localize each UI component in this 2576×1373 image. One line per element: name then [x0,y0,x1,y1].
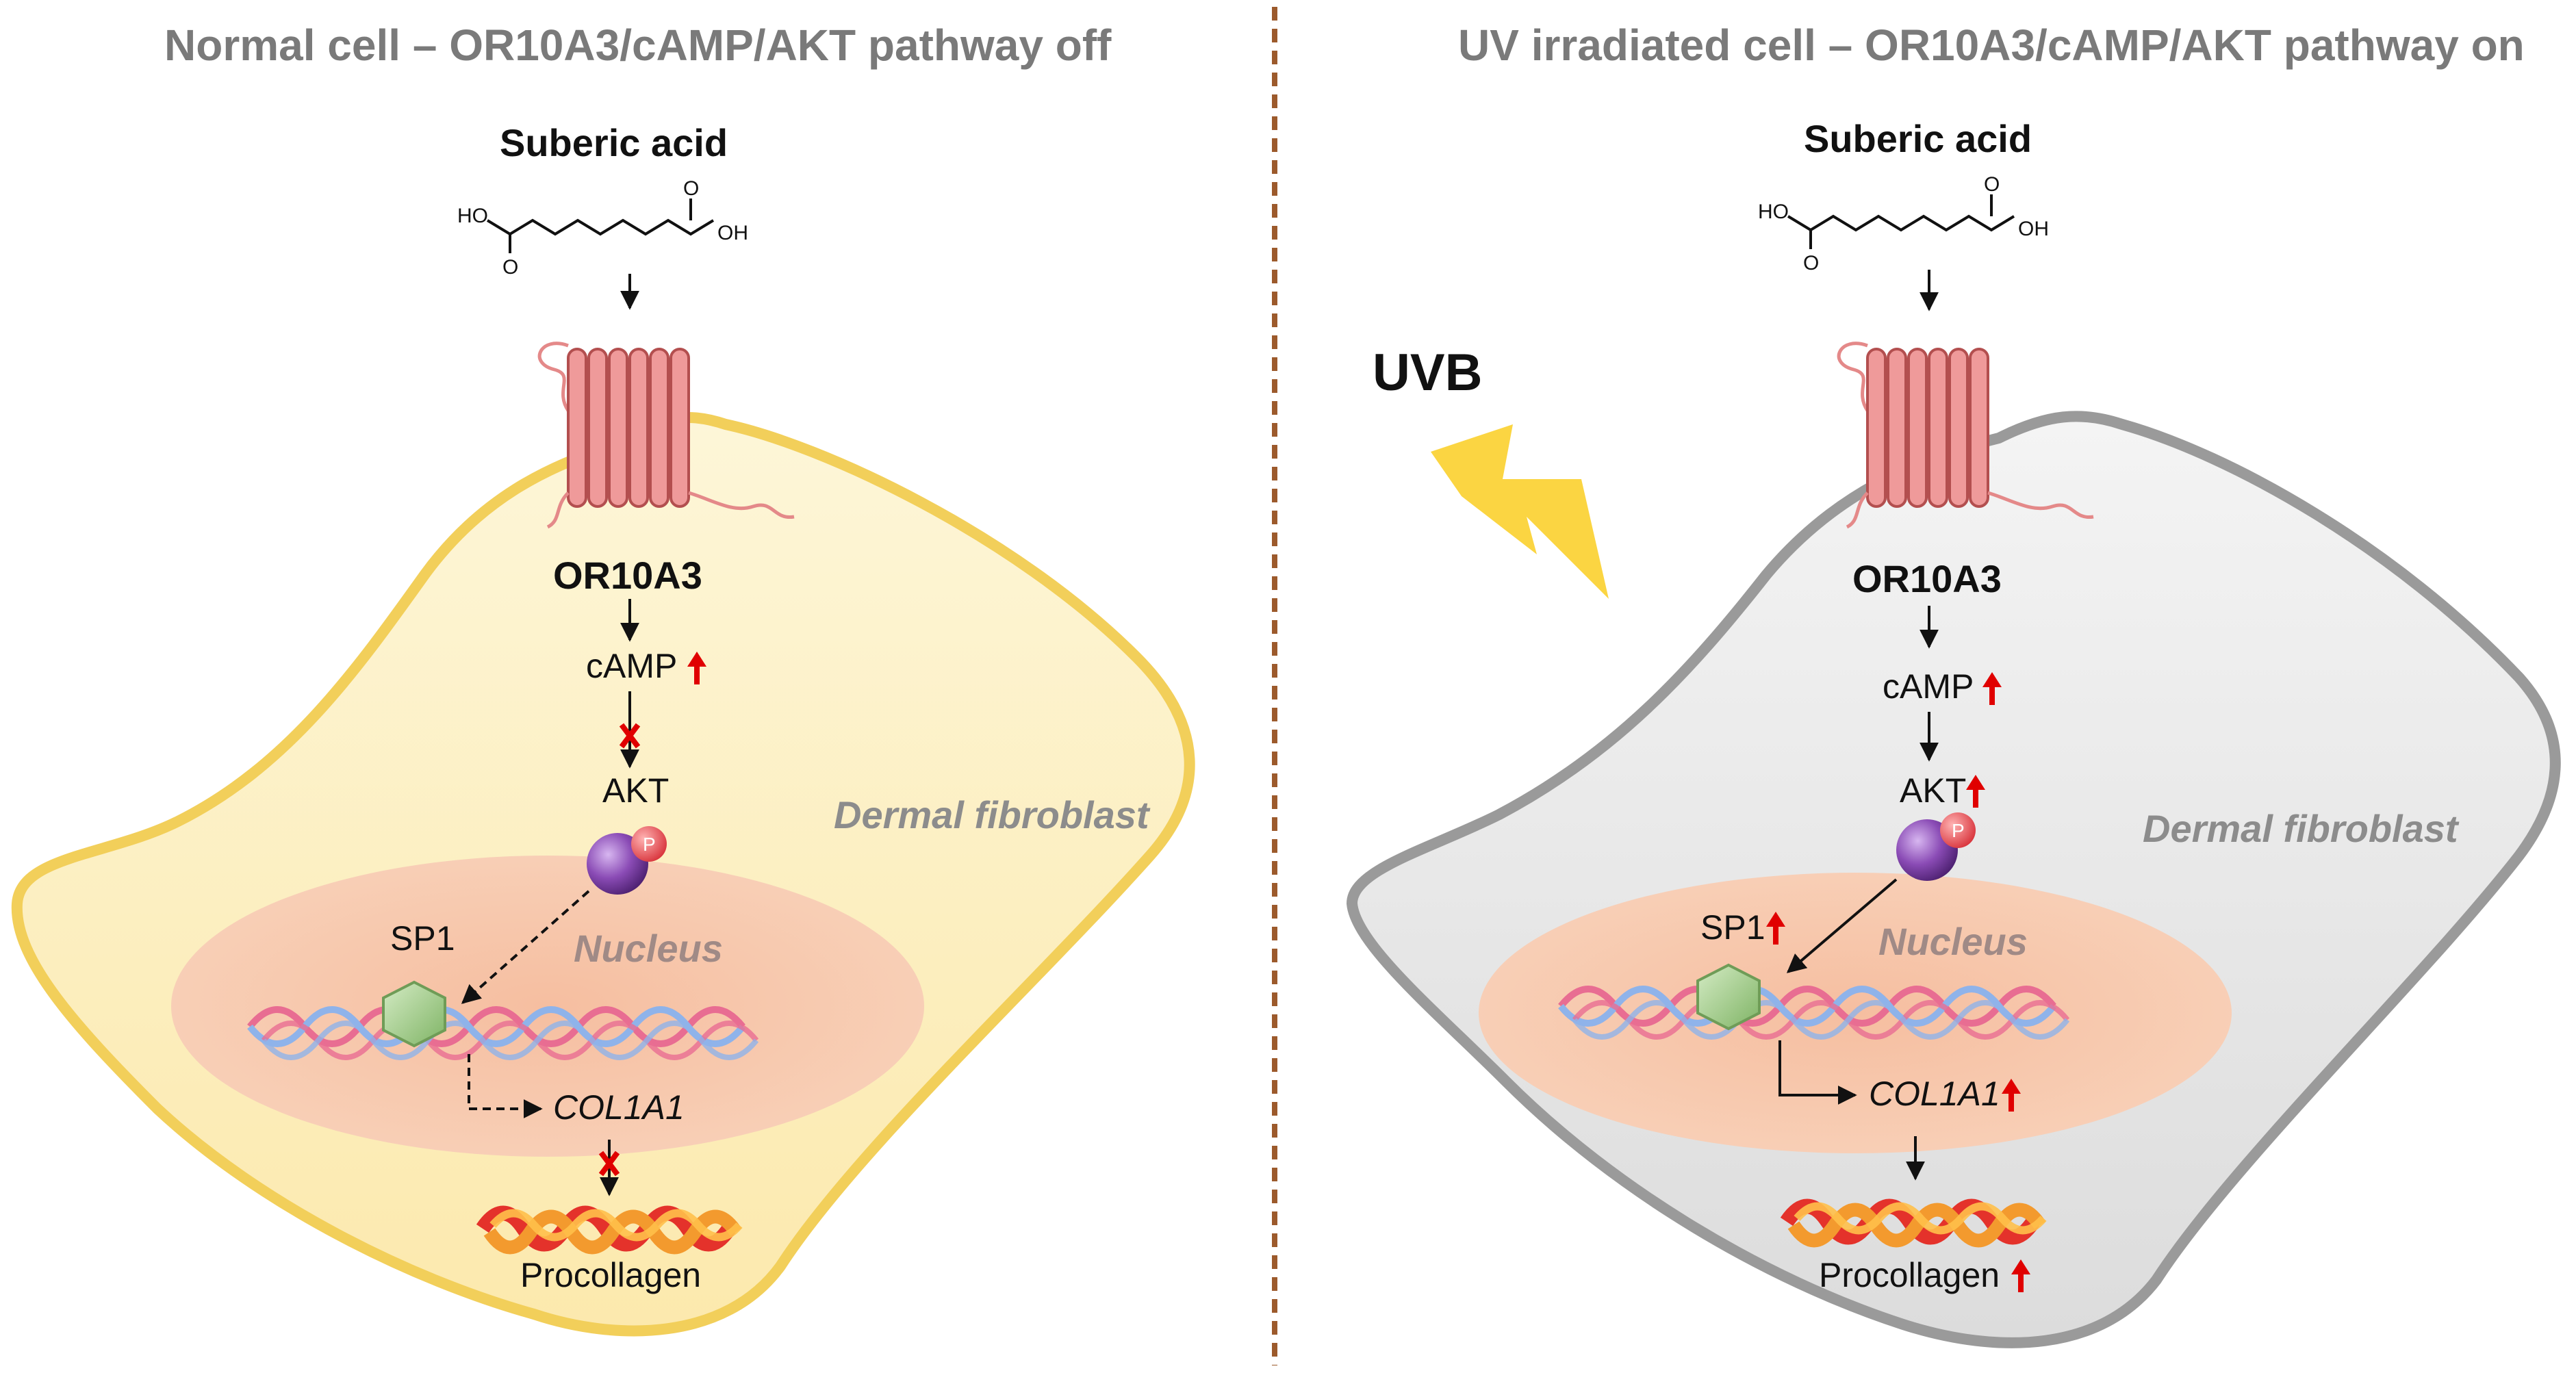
dna-to-gene-dashed-arrow [468,1054,543,1118]
suberic-acid-structure: HO O O OH [457,177,748,279]
akt-label: AKT [1900,771,1966,810]
suberic-acid-structure: HO O O OH [1758,173,2049,274]
akt-to-sp1-arrow [1786,878,1898,973]
camp-label: cAMP [1883,667,1974,706]
ligand-ho-label: HO [457,205,488,227]
sp1-label: SP1 [390,919,455,958]
nucleus-label: Nucleus [574,927,723,970]
phospho-badge [631,826,667,862]
procollagen-helix [483,1214,739,1248]
ligand-label: Suberic acid [1804,117,2032,160]
sp1-label: SP1 [1700,908,1765,947]
receptor-label: OR10A3 [553,554,702,597]
akt-label: AKT [602,771,669,810]
left-panel: Normal cell – OR10A3/cAMP/AKT pathway of… [11,21,1195,1337]
ligand-o1-label: O [502,256,518,279]
receptor-label: OR10A3 [1852,557,2002,600]
right-panel-title: UV irradiated cell – OR10A3/cAMP/AKT pat… [1458,21,2525,70]
phospho-label: P [643,834,656,855]
sp1-hexagon [382,980,446,1048]
product-label: Procollagen [520,1256,701,1294]
ligand-oh-label: OH [2018,218,2049,240]
procollagen-helix [1787,1207,2043,1241]
nucleus [171,856,924,1157]
product-label: Procollagen [1819,1256,2000,1294]
ligand-o1-label: O [1803,252,1819,274]
left-panel-title: Normal cell – OR10A3/cAMP/AKT pathway of… [164,21,1112,70]
phospho-label: P [1952,820,1965,841]
cell-type-label: Dermal fibroblast [2143,807,2460,850]
right-panel: UV irradiated cell – OR10A3/cAMP/AKT pat… [1346,21,2561,1348]
ligand-ho-label: HO [1758,201,1789,223]
block-x-icon [598,1151,620,1177]
dna-to-gene-arrow [1778,1040,1857,1105]
block-x-icon [619,723,641,749]
gene-label: COL1A1 [553,1088,685,1127]
ligand-o2-label: O [683,177,699,200]
gene-label: COL1A1 [1869,1075,2000,1113]
phospho-badge [1940,812,1976,848]
camp-label: cAMP [586,647,677,685]
ligand-label: Suberic acid [500,121,728,164]
lightning-icon [1431,424,1609,599]
ligand-o2-label: O [1984,173,2000,196]
akt-to-sp1-dashed-arrow [461,890,590,1004]
uvb-label: UVB [1373,344,1482,402]
sp1-hexagon [1696,963,1761,1031]
nucleus-label: Nucleus [1878,920,2028,963]
ligand-oh-label: OH [717,222,748,244]
cell-type-label: Dermal fibroblast [834,793,1151,836]
